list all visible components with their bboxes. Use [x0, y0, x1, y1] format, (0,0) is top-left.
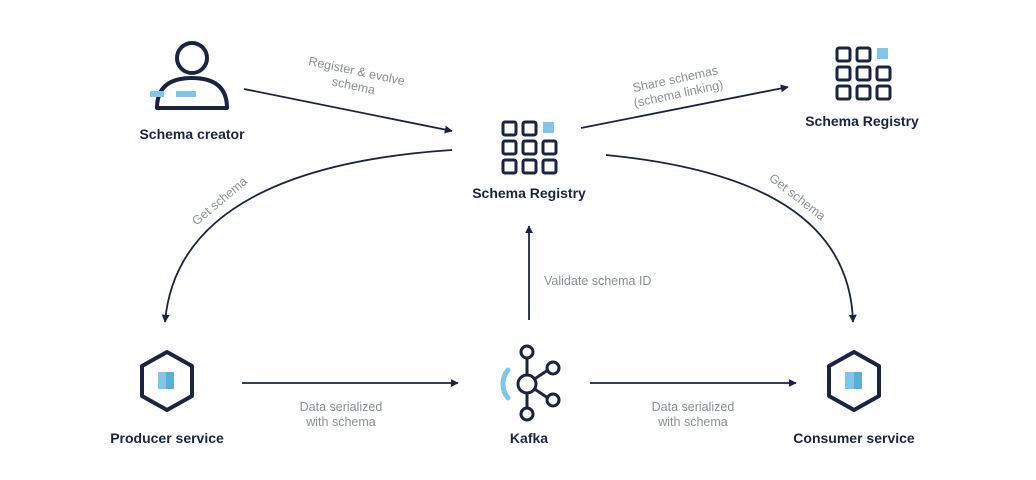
- arrow-get-schema-right: [605, 154, 857, 323]
- data-right-label-line1: Data serialized: [651, 400, 735, 414]
- schema-registry-icon: [501, 120, 558, 175]
- schema-registry-remote-label: Schema Registry: [805, 113, 919, 129]
- schema-registry-label: Schema Registry: [472, 185, 586, 201]
- kafka-icon: [500, 344, 561, 422]
- validate-schema-label: Validate schema ID: [544, 274, 652, 288]
- schema-creator-label: Schema creator: [139, 126, 245, 142]
- consumer-service-label: Consumer service: [793, 430, 915, 446]
- data-left-edge-label: Data serialized with schema: [276, 400, 406, 430]
- kafka-label: Kafka: [509, 430, 549, 446]
- data-right-label-line2: with schema: [658, 415, 728, 429]
- arrow-get-schema-left: [161, 149, 453, 323]
- data-left-label-line2: with schema: [306, 415, 376, 429]
- producer-service-label: Producer service: [110, 430, 224, 446]
- consumer-service-icon: [827, 350, 881, 412]
- data-left-label-line1: Data serialized: [299, 400, 383, 414]
- arrow-share: [580, 84, 789, 129]
- producer-service-icon: [140, 350, 194, 412]
- schema-registry-remote-icon: [835, 46, 892, 101]
- data-right-edge-label: Data serialized with schema: [628, 400, 758, 430]
- person-icon: [150, 41, 229, 110]
- arrow-register: [243, 88, 453, 134]
